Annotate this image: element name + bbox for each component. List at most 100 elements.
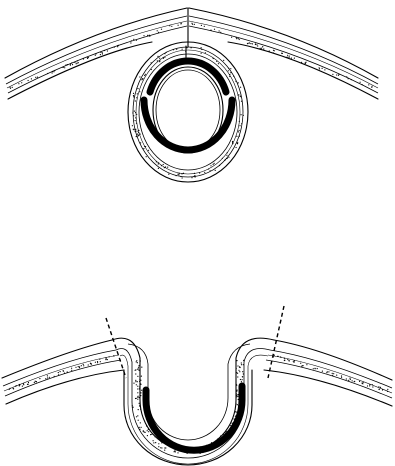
stipple-dot [220, 435, 221, 436]
stipple-dot [332, 74, 333, 75]
stipple-dot [319, 68, 320, 69]
stipple-dot [333, 373, 334, 374]
stipple-dot [117, 46, 118, 47]
stipple-dot [176, 175, 177, 176]
stipple-dot [137, 369, 138, 370]
stipple-dot [341, 375, 342, 376]
stipple-dot [47, 377, 48, 378]
stipple-dot [58, 374, 59, 375]
stipple-dot [136, 114, 137, 115]
stipple-dot [219, 30, 220, 31]
stipple-dot [153, 440, 154, 441]
stipple-dot [169, 25, 170, 26]
stipple-dot [210, 30, 211, 31]
stipple-dot [349, 378, 350, 379]
stipple-dot [72, 64, 73, 65]
stipple-dot [173, 49, 174, 50]
stipple-dot [138, 132, 139, 133]
stipple-dot [372, 386, 373, 387]
stipple-dot [363, 382, 364, 383]
stipple-dot [88, 57, 89, 58]
stipple-dot [236, 396, 237, 397]
stipple-dot [52, 72, 53, 73]
stipple-dot [159, 438, 160, 439]
stipple-dot [90, 363, 91, 364]
stipple-dot [64, 67, 65, 68]
stipple-dot [144, 75, 145, 76]
stipple-dot [75, 367, 76, 368]
stipple-dot [379, 389, 380, 390]
stipple-dot [200, 446, 201, 447]
stipple-dot [139, 388, 140, 389]
stipple-dot [332, 373, 333, 374]
stipple-dot [238, 399, 239, 400]
stipple-dot [168, 174, 169, 175]
stipple-dot [36, 381, 37, 382]
stipple-dot [140, 384, 141, 385]
stipple-dot [147, 430, 148, 431]
stipple-dot [31, 78, 32, 79]
stipple-dot [161, 29, 162, 30]
stipple-dot [142, 79, 143, 80]
stipple-dot [322, 371, 323, 372]
stipple-dot [241, 114, 242, 115]
stipple-dot [104, 50, 105, 51]
stipple-dot [163, 57, 164, 58]
stipple-dot [34, 382, 35, 383]
stipple-dot [117, 45, 118, 46]
left-cut-line [106, 318, 126, 378]
stipple-dot [37, 77, 38, 78]
stipple-dot [139, 397, 140, 398]
stipple-dot [165, 166, 166, 167]
stipple-dot [88, 364, 89, 365]
stipple-dot [263, 48, 264, 49]
stipple-dot [99, 359, 100, 360]
stipple-dot [149, 35, 150, 36]
stipple-dot [133, 383, 134, 384]
stipple-dot [206, 445, 207, 446]
stipple-dot [168, 444, 169, 445]
stipple-dot [138, 130, 139, 131]
stipple-dot [236, 391, 237, 392]
stipple-dot [230, 425, 231, 426]
stipple-dot [187, 453, 188, 454]
stipple-dot [114, 47, 115, 48]
stipple-dot [9, 389, 10, 390]
stipple-dot [139, 381, 140, 382]
stipple-dot [144, 146, 145, 147]
stipple-dot [195, 176, 196, 177]
stipple-dot [201, 47, 202, 48]
stipple-dot [215, 442, 216, 443]
stipple-dot [239, 417, 240, 418]
stipple-dot [324, 69, 325, 70]
stipple-dot [148, 431, 149, 432]
stipple-dot [156, 161, 157, 162]
stipple-dot [140, 395, 141, 396]
stipple-dot [287, 359, 288, 360]
stipple-dot [47, 73, 48, 74]
stipple-dot [205, 451, 206, 452]
stipple-dot [281, 53, 282, 54]
stipple-dot [137, 362, 138, 363]
stipple-dot [257, 45, 258, 46]
lower-texture [9, 355, 389, 455]
stipple-dot [239, 125, 240, 126]
stipple-dot [100, 52, 101, 53]
stipple-dot [194, 173, 195, 174]
stipple-dot [237, 423, 238, 424]
stipple-dot [242, 390, 243, 391]
stipple-dot [77, 60, 78, 61]
stipple-dot [220, 32, 221, 33]
stipple-dot [133, 407, 134, 408]
stipple-dot [141, 390, 142, 391]
stipple-dot [171, 26, 172, 27]
stipple-dot [140, 360, 141, 361]
stipple-dot [236, 403, 237, 404]
stipple-dot [230, 72, 231, 73]
stipple-dot [294, 58, 295, 59]
stipple-dot [238, 421, 239, 422]
stipple-dot [105, 357, 106, 358]
stipple-dot [54, 70, 55, 71]
stipple-dot [240, 96, 241, 97]
stipple-dot [247, 43, 248, 44]
